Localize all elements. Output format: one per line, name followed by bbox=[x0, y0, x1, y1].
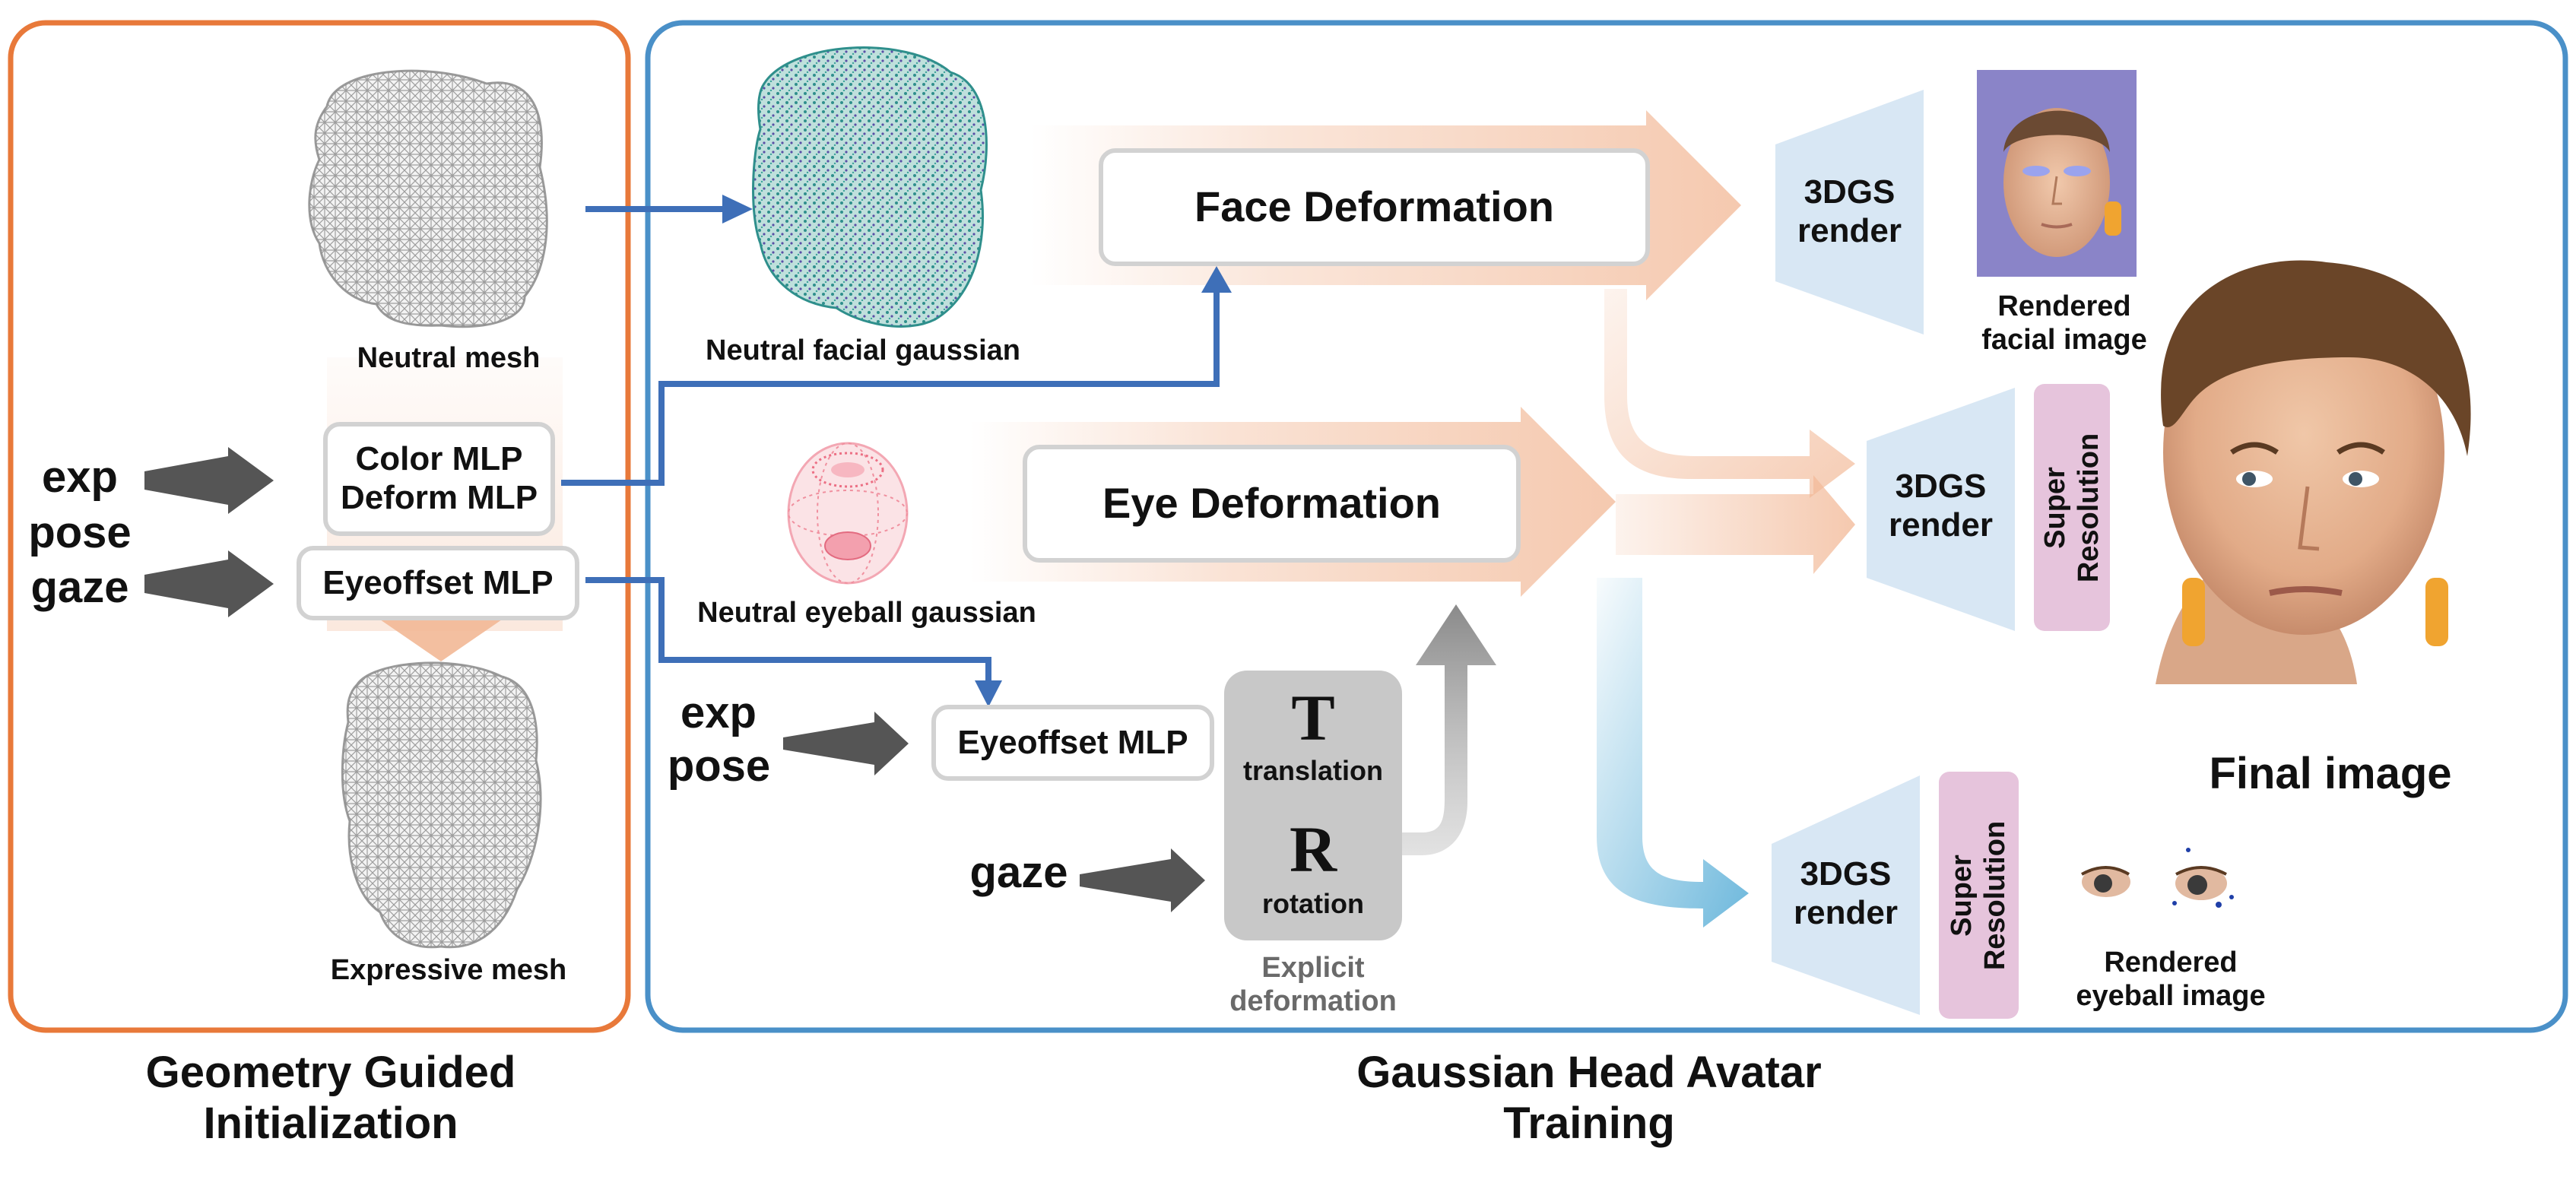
render-merge-line2: render bbox=[1889, 506, 1993, 544]
color-mlp-label: Color MLP bbox=[355, 440, 523, 478]
right-exp-arrow bbox=[783, 712, 909, 775]
render-face-line2: render bbox=[1797, 211, 1902, 249]
render-trapezoid-merge bbox=[1867, 388, 2015, 631]
right-input-exp: exp bbox=[680, 688, 757, 737]
final-image-portrait bbox=[2156, 260, 2471, 684]
left-gaze-arrow bbox=[144, 550, 274, 617]
rendered-facial-line1: Rendered bbox=[1997, 290, 2131, 322]
right-panel-frame bbox=[645, 20, 2568, 1033]
super-resolution-block-merge bbox=[2034, 384, 2110, 631]
right-input-gaze: gaze bbox=[969, 848, 1068, 897]
left-panel-title-line1: Geometry Guided bbox=[145, 1048, 516, 1097]
right-panel-title-line2: Training bbox=[1503, 1098, 1675, 1148]
eye-to-render-arrow bbox=[1616, 475, 1855, 574]
render-eye-line1: 3DGS bbox=[1800, 855, 1892, 893]
rendered-facial-image-label: Rendered facial image bbox=[1946, 290, 2182, 357]
right-panel-title: Gaussian Head Avatar Training bbox=[1217, 1048, 1962, 1149]
super-merge-line1: Super bbox=[2039, 467, 2071, 549]
rotation-label: rotation bbox=[1262, 888, 1364, 919]
super-resolution-block-eye bbox=[1939, 772, 2019, 1019]
left-input-gaze: gaze bbox=[30, 563, 129, 612]
translation-label: translation bbox=[1242, 755, 1384, 786]
explicit-line2: deformation bbox=[1229, 985, 1397, 1017]
render-label-eye: 3DGS render bbox=[1772, 855, 1920, 932]
super-resolution-label-merge: Super Resolution bbox=[2039, 386, 2105, 629]
face-to-render-curve bbox=[1604, 289, 1855, 498]
render-label-face: 3DGS render bbox=[1775, 173, 1924, 250]
expressive-mesh-label: Expressive mesh bbox=[330, 954, 567, 986]
blue-arrowheads bbox=[722, 195, 1232, 707]
neutral-eyeball-gaussian-label: Neutral eyeball gaussian bbox=[697, 597, 1036, 629]
face-deformation-box: Face Deformation bbox=[1099, 148, 1650, 266]
right-panel-title-line1: Gaussian Head Avatar bbox=[1356, 1048, 1822, 1097]
super-resolution-label-eye: Super Resolution bbox=[1946, 774, 2011, 1017]
render-trapezoid-eye bbox=[1772, 775, 1920, 1015]
explicit-up-arrow bbox=[1402, 604, 1496, 855]
left-eyeoffset-mlp-box: Eyeoffset MLP bbox=[297, 546, 579, 620]
neutral-facial-gaussian-image bbox=[752, 46, 988, 328]
explicit-line1: Explicit bbox=[1261, 952, 1365, 984]
explicit-deformation-label: Explicit deformation bbox=[1201, 952, 1425, 1018]
color-deform-mlp-box: Color MLP Deform MLP bbox=[323, 422, 555, 536]
render-merge-line1: 3DGS bbox=[1895, 468, 1987, 505]
left-panel-title-line2: Initialization bbox=[203, 1098, 458, 1148]
rendered-facial-line2: facial image bbox=[1981, 323, 2147, 356]
super-eye-line2: Resolution bbox=[1978, 820, 2011, 971]
explicit-deformation-box bbox=[1224, 671, 1402, 940]
left-panel-title: Geometry Guided Initialization bbox=[91, 1048, 570, 1149]
render-face-line1: 3DGS bbox=[1804, 173, 1896, 211]
rotation-symbol: R bbox=[1289, 813, 1337, 886]
rendered-eyeball-line1: Rendered bbox=[2104, 947, 2238, 978]
rendered-eyeball-line2: eyeball image bbox=[2076, 979, 2266, 1012]
down-flow-arrow bbox=[380, 620, 502, 661]
render-label-merge: 3DGS render bbox=[1867, 468, 2015, 544]
left-input-pose: pose bbox=[28, 508, 132, 557]
final-image-label: Final image bbox=[2209, 749, 2452, 798]
blue-connectors bbox=[561, 206, 1220, 684]
super-eye-line1: Super bbox=[1946, 855, 1978, 937]
render-trapezoid-face bbox=[1775, 90, 1924, 335]
neutral-mesh-label: Neutral mesh bbox=[357, 342, 541, 374]
eye-render-flow-arrow bbox=[1597, 578, 1749, 928]
expressive-mesh-image bbox=[341, 661, 542, 949]
super-merge-line2: Resolution bbox=[2072, 433, 2105, 583]
rendered-facial-image bbox=[1977, 70, 2137, 277]
render-eye-line2: render bbox=[1794, 893, 1898, 931]
rendered-eyeball-image-label: Rendered eyeball image bbox=[2045, 947, 2296, 1013]
left-exp-arrow bbox=[144, 447, 274, 514]
right-gaze-arrow bbox=[1080, 848, 1205, 912]
left-input-exp: exp bbox=[42, 452, 118, 502]
neutral-eyeball-gaussian-image bbox=[787, 442, 909, 585]
deform-mlp-label: Deform MLP bbox=[340, 479, 538, 516]
eye-deformation-box: Eye Deformation bbox=[1023, 445, 1521, 563]
right-input-pose: pose bbox=[667, 741, 771, 791]
right-eyeoffset-mlp-box: Eyeoffset MLP bbox=[931, 705, 1214, 781]
rendered-eyeball-image bbox=[2081, 848, 2234, 908]
translation-symbol: T bbox=[1291, 681, 1335, 754]
left-panel-frame bbox=[8, 20, 631, 1033]
neutral-mesh-image bbox=[308, 69, 548, 328]
neutral-facial-gaussian-label: Neutral facial gaussian bbox=[706, 335, 1020, 366]
